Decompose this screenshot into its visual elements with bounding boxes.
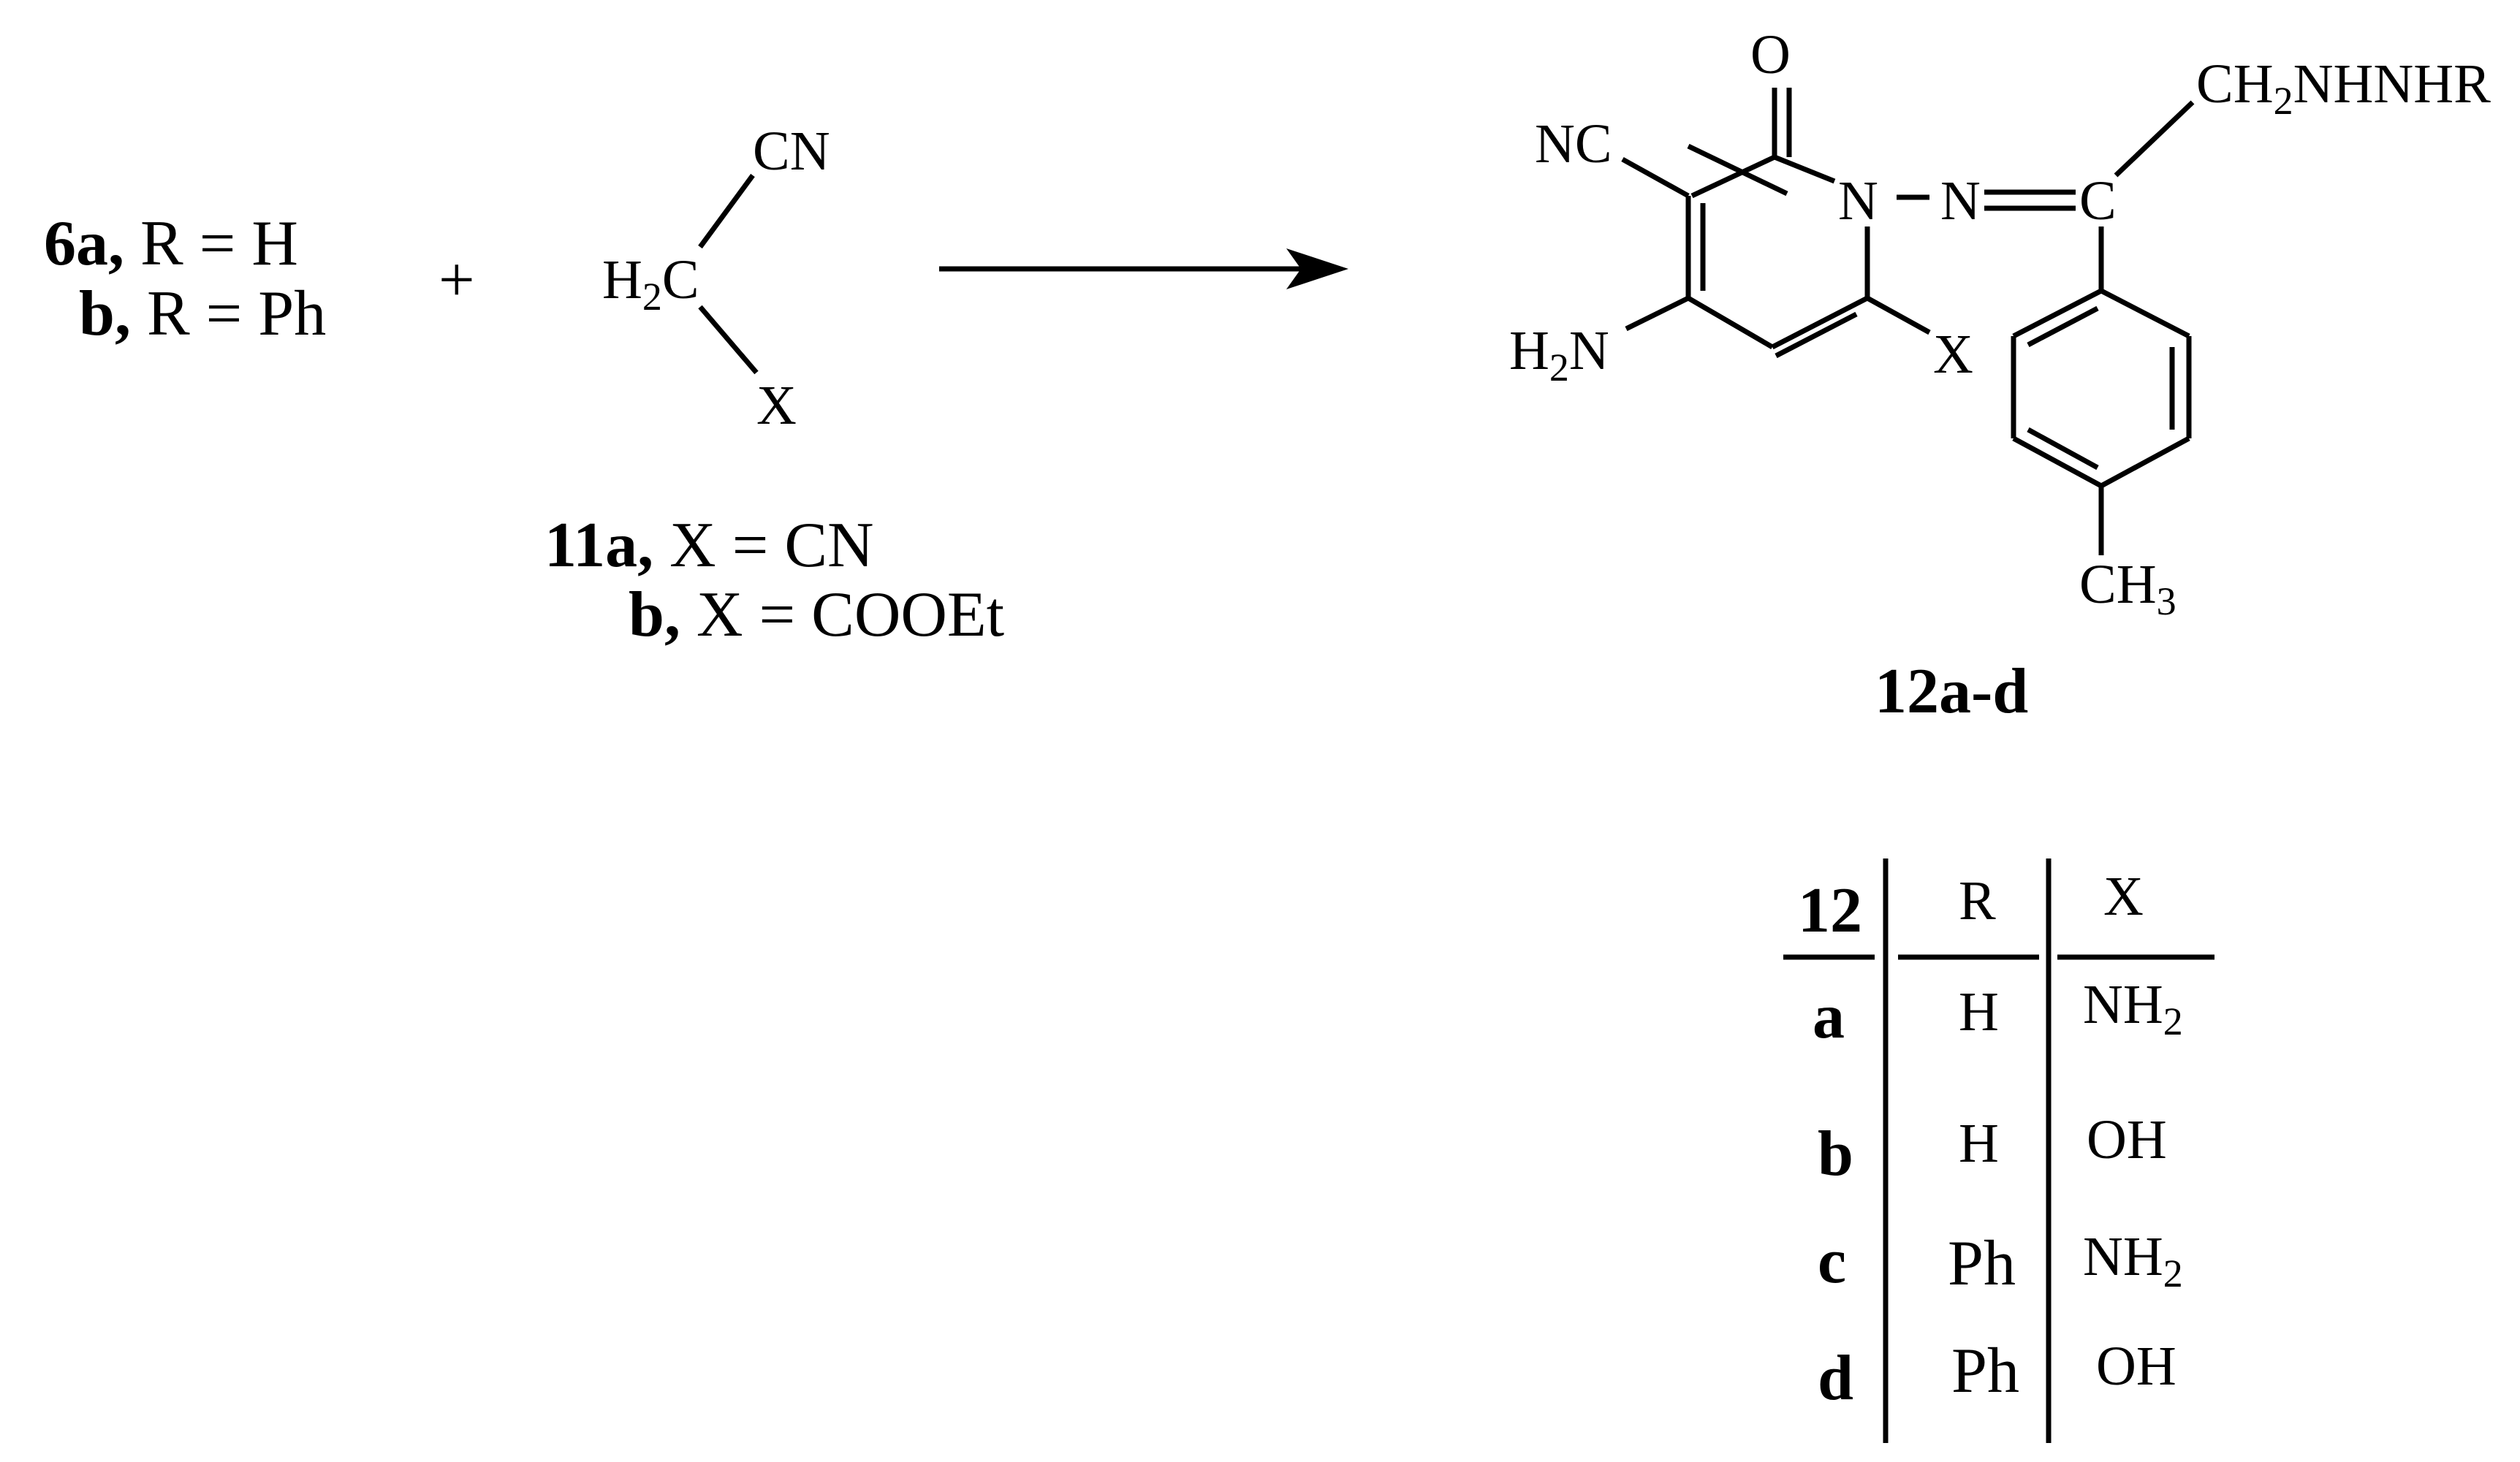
table-header-compound: 12 bbox=[1798, 875, 1862, 946]
atom-o: O bbox=[1750, 24, 1791, 85]
table-row-d-x: OH bbox=[2096, 1336, 2176, 1397]
atom-nc: NC bbox=[1535, 113, 1612, 175]
table-row-a-x: NH2 bbox=[2083, 974, 2183, 1043]
bond-c6-x bbox=[1866, 295, 1931, 335]
bond-c2-c3 bbox=[1687, 143, 1788, 197]
bond-c6-c5 bbox=[1771, 295, 1869, 350]
bond-c5-c4 bbox=[1687, 295, 1774, 350]
table-header-r: R bbox=[1959, 870, 1996, 932]
table-row-b-x: OH bbox=[2087, 1109, 2167, 1170]
bond-c2-n1 bbox=[1773, 154, 1836, 184]
table-row-d-id: d bbox=[1818, 1343, 1853, 1414]
atom-azo-n: N bbox=[1940, 170, 1981, 232]
table-row-a-id: a bbox=[1813, 981, 1845, 1052]
reactant-11-line-b: b, X = COOEt bbox=[629, 579, 1004, 650]
reactant-6-line-a: 6a, R = H bbox=[44, 208, 298, 279]
methyl-label: CH3 bbox=[2079, 554, 2176, 623]
table-header-x: X bbox=[2103, 866, 2144, 927]
table-row-d-r: Ph bbox=[1951, 1336, 2019, 1406]
table-row-b-r: H bbox=[1959, 1113, 1999, 1174]
tolyl-bond-3 bbox=[2100, 435, 2190, 489]
table-row-a-r: H bbox=[1959, 981, 1999, 1043]
atom-x: X bbox=[1933, 324, 1973, 385]
reactant-6-line-b: b, R = Ph bbox=[79, 278, 326, 349]
reactant-11-x-label: X bbox=[756, 375, 797, 436]
bond-c-cn bbox=[698, 173, 755, 249]
atom-ring-n: N bbox=[1838, 170, 1878, 232]
reactant-11-structure: CN H2C X bbox=[602, 121, 830, 436]
reaction-arrow bbox=[939, 248, 1348, 289]
amine-label: H2N bbox=[1509, 320, 1609, 389]
bond-c4-nh2 bbox=[1625, 295, 1690, 332]
bond-c-ch2 bbox=[2114, 100, 2195, 178]
product-label: 12a-d bbox=[1875, 656, 2028, 727]
plus-sign: + bbox=[439, 245, 475, 316]
tolyl-bond-6 bbox=[2012, 288, 2103, 339]
bond-c-x bbox=[698, 305, 759, 375]
reactant-11-ch2-label: H2C bbox=[602, 249, 699, 319]
tolyl-bond-1 bbox=[2100, 288, 2190, 339]
reactant-11-line-a: 11a, X = CN bbox=[544, 510, 874, 581]
tolyl-bond-6-double bbox=[2027, 305, 2099, 348]
product-structure: O NC N N C CH2NHNHR H2N X CH3 bbox=[1509, 24, 2491, 623]
table-row-c-r: Ph bbox=[1948, 1228, 2016, 1299]
bond-c2-c3b bbox=[1690, 154, 1776, 199]
arrow-head bbox=[1286, 248, 1348, 289]
bond-c6-c5-double bbox=[1775, 311, 1858, 359]
bond-c3-cn bbox=[1621, 156, 1690, 199]
atom-c: C bbox=[2079, 170, 2117, 232]
reactant-11-cn-label: CN bbox=[753, 121, 830, 182]
table-row-c-id: c bbox=[1818, 1226, 1846, 1297]
table-row-c-x: NH2 bbox=[2083, 1226, 2183, 1295]
substituent-table: 12 R X a H NH2 b H OH c Ph NH2 d Ph OH bbox=[1783, 858, 2215, 1443]
table-row-b-id: b bbox=[1818, 1119, 1853, 1189]
tolyl-bond-4-double bbox=[2027, 427, 2099, 471]
side-chain-label: CH2NHNHR bbox=[2196, 53, 2491, 123]
tolyl-bond-4 bbox=[2012, 435, 2103, 489]
